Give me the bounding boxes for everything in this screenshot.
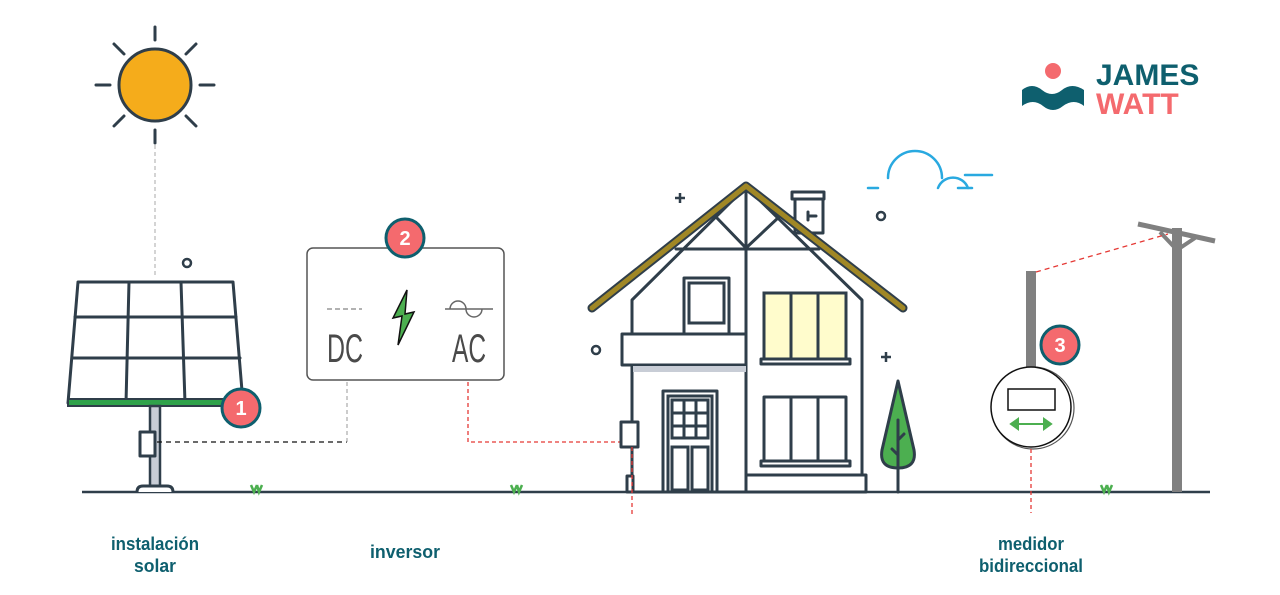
inverter: DC AC [306, 247, 505, 381]
grass-icon [249, 484, 1114, 496]
ac-wave-icon [445, 300, 493, 318]
logo-text-watt: WATT [1096, 88, 1179, 121]
label-inverter: inversor [370, 542, 440, 562]
lightning-bolt-icon [391, 289, 416, 346]
step-number: 3 [1054, 335, 1065, 357]
house [587, 181, 908, 494]
cloud-icon [866, 149, 994, 190]
sun-icon [94, 25, 216, 278]
step-number: 2 [399, 228, 410, 250]
label-solar-line2: solar [134, 556, 176, 576]
bidirectional-arrow-icon [1009, 417, 1053, 431]
step-badge-2: 2 [384, 217, 426, 259]
tree-icon [880, 379, 916, 494]
dc-label: DC [327, 327, 363, 371]
utility-poles [1026, 221, 1216, 492]
decorative-sparkles [181, 193, 891, 362]
james-watt-logo: JAMES WATT [1022, 59, 1199, 121]
step-badge-3: 3 [1039, 324, 1081, 366]
step-badge-1: 1 [220, 387, 262, 429]
bidirectional-meter [990, 366, 1075, 450]
label-meter-line1: medidor [998, 534, 1064, 554]
grid-wire [1035, 233, 1169, 273]
logo-text-james: JAMES [1096, 59, 1199, 92]
ac-wire [467, 382, 622, 443]
ac-label: AC [452, 327, 486, 371]
step-number: 1 [235, 398, 246, 420]
label-meter-line2: bidireccional [979, 556, 1083, 576]
solar-panel [66, 280, 245, 493]
label-solar-line1: instalación [111, 534, 199, 554]
